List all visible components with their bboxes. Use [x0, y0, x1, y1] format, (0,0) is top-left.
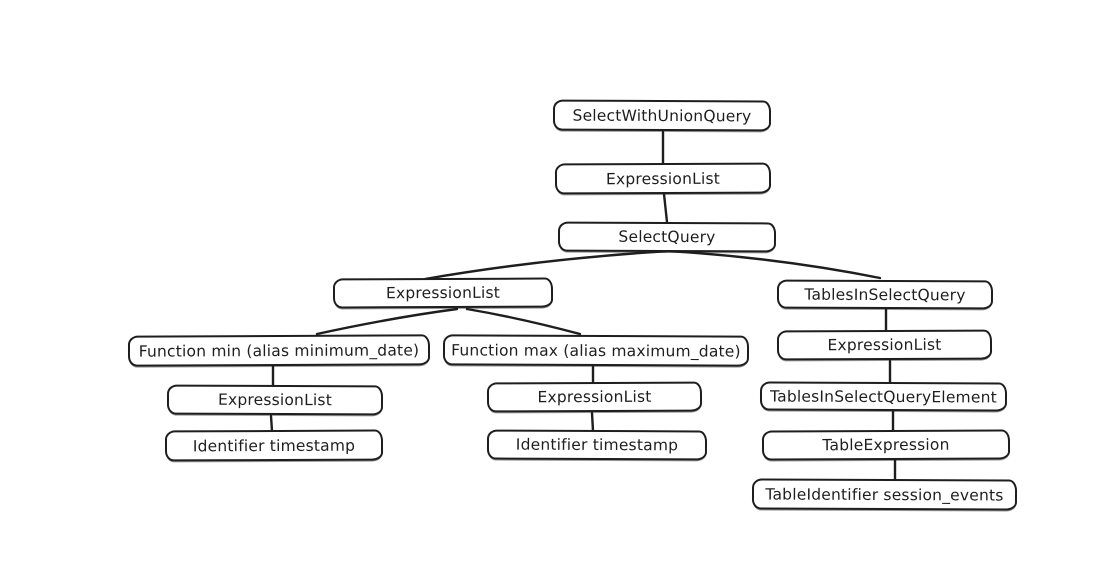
node-label: TableIdentifier session_events [765, 484, 1004, 505]
node-select-with-union-query: SelectWithUnionQuery [552, 99, 772, 132]
node-label: ExpressionList [385, 283, 501, 303]
node-label: TablesInSelectQueryElement [770, 387, 997, 406]
node-expression-list-max: ExpressionList [486, 381, 703, 413]
edge-n3-n6 [465, 307, 582, 336]
node-label: SelectQuery [618, 227, 716, 247]
node-expression-list-select: ExpressionList [332, 277, 554, 309]
node-expression-list-tables: ExpressionList [776, 329, 993, 361]
node-expression-list-root: ExpressionList [554, 162, 772, 195]
node-label: TablesInSelectQuery [804, 285, 966, 304]
node-identifier-timestamp-min: Identifier timestamp [164, 429, 384, 462]
node-function-max: Function max (alias maximum_date) [442, 334, 750, 367]
edge-n2-n3 [423, 249, 671, 281]
node-identifier-timestamp-max: Identifier timestamp [486, 429, 708, 461]
node-expression-list-min: ExpressionList [166, 384, 384, 416]
node-label: SelectWithUnionQuery [572, 106, 752, 125]
edge-n9-n12 [590, 411, 595, 433]
node-label: Function max (alias maximum_date) [451, 340, 741, 361]
node-table-expression: TableExpression [761, 429, 1011, 461]
edge-n2-n4 [667, 249, 882, 280]
node-label: ExpressionList [605, 169, 721, 188]
edge-n3-n5 [315, 307, 459, 336]
node-tables-in-select-query: TablesInSelectQuery [776, 279, 994, 310]
edge-n1-n2 [662, 192, 669, 224]
node-tables-in-select-query-element: TablesInSelectQueryElement [759, 381, 1008, 412]
node-label: ExpressionList [827, 335, 942, 355]
node-table-identifier: TableIdentifier session_events [751, 478, 1018, 511]
node-select-query: SelectQuery [557, 221, 777, 253]
node-label: ExpressionList [217, 390, 333, 410]
node-label: TableExpression [822, 435, 950, 455]
node-function-min: Function min (alias minimum_date) [127, 334, 431, 367]
node-label: ExpressionList [537, 387, 652, 407]
edge-n8-n11 [269, 414, 274, 433]
node-label: Identifier timestamp [515, 435, 679, 455]
node-label: Function min (alias minimum_date) [138, 340, 420, 361]
node-label: Identifier timestamp [192, 436, 356, 455]
